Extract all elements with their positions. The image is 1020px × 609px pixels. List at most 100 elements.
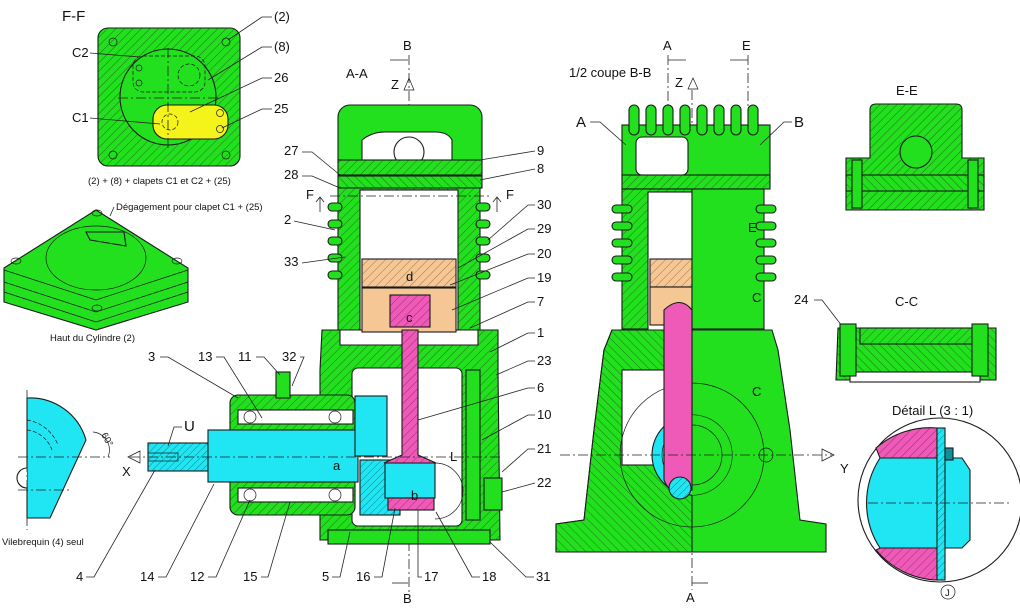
label-26: 26 xyxy=(274,70,288,85)
bearing-12-upper xyxy=(237,409,354,425)
screw-25a xyxy=(216,109,224,117)
view-cc-title: C-C xyxy=(895,294,918,309)
bb-valve-plate xyxy=(621,174,771,190)
view-aa-title: A-A xyxy=(346,66,368,81)
view-aa: A-A B Z d xyxy=(76,38,551,606)
label-22: 22 xyxy=(537,475,551,490)
bb-detail-a: A xyxy=(576,114,586,131)
angle-arc xyxy=(92,431,110,458)
view-ee: E-E xyxy=(845,83,985,211)
part-letter-d: d xyxy=(406,269,413,284)
rod-cap-16 xyxy=(387,497,435,511)
bb-axis-z: Z xyxy=(675,75,683,90)
detail-l-title: Détail L (3 : 1) xyxy=(892,403,973,418)
label-30: 30 xyxy=(537,197,551,212)
oil-plug-11 xyxy=(275,371,291,399)
ee-bolt-left xyxy=(851,159,863,209)
bb-mark-c-bottom: C xyxy=(752,384,761,399)
screw-c2b xyxy=(135,79,143,87)
detail-l-circle xyxy=(434,462,464,520)
view-ff: F-F C2 C1 (2) (8) 26 25 (2) + (8) + clap… xyxy=(62,8,290,187)
label-11: 11 xyxy=(238,349,252,364)
ee-port xyxy=(899,135,933,169)
valve-plate-8 xyxy=(337,175,483,189)
bb-mark-e-side: E xyxy=(748,220,757,235)
label-32: 32 xyxy=(282,349,296,364)
aa-section-f-right: F xyxy=(506,187,514,202)
view-bb-title: 1/2 coupe B-B xyxy=(569,65,651,80)
bb-connecting-rod xyxy=(663,301,693,494)
port-c1 xyxy=(161,113,179,131)
view-detail-l: Détail L (3 : 1) J xyxy=(857,403,1020,600)
detail-j-badge xyxy=(940,584,956,600)
label-15: 15 xyxy=(243,569,257,584)
label-1: 1 xyxy=(537,325,544,340)
aa-detail-mark-l: L xyxy=(450,449,457,464)
rod-small-end xyxy=(389,294,431,328)
crank-angle: 60° xyxy=(98,431,115,449)
label-2: 2 xyxy=(284,212,291,227)
detail-mark-j: J xyxy=(945,588,950,599)
crankcase-base xyxy=(327,529,491,545)
label-18: 18 xyxy=(482,569,496,584)
aa-right-labels: 9 8 30 29 20 19 7 1 23 6 10 21 22 xyxy=(417,143,551,493)
label-28: 28 xyxy=(284,167,298,182)
label-13: 13 xyxy=(198,349,212,364)
label-8: 8 xyxy=(537,161,544,176)
bb-mark-e: E xyxy=(742,38,751,53)
screw-25b xyxy=(216,125,224,133)
label-27: 27 xyxy=(284,143,298,158)
label-7: 7 xyxy=(537,294,544,309)
aa-mark-b-top: B xyxy=(403,38,412,53)
label-25: 25 xyxy=(274,101,288,116)
bearing-12-lower xyxy=(237,487,354,503)
axis-z-arrow xyxy=(403,77,415,91)
label-14: 14 xyxy=(140,569,154,584)
axis-z-arrow-bb xyxy=(687,77,699,90)
iso-caption: Haut du Cylindre (2) xyxy=(50,333,135,344)
view-ff-title: F-F xyxy=(62,8,85,25)
axis-x-arrow xyxy=(127,450,141,464)
crankshaft-4 xyxy=(207,429,359,483)
view-iso-cylinder-top: Dégagement pour clapet C1 + (25) Haut du… xyxy=(3,202,263,344)
bb-axis-y: Y xyxy=(840,461,849,476)
view-ff-caption: (2) + (8) + clapets C1 et C2 + (25) xyxy=(88,176,231,187)
valve-c2-outline xyxy=(132,55,206,93)
view-cc: C-C 24 xyxy=(794,292,997,383)
nut-22 xyxy=(483,477,503,511)
bolt-hole xyxy=(221,150,231,160)
label-31: 31 xyxy=(536,569,550,584)
label-10: 10 xyxy=(537,407,551,422)
bb-mark-a-bottom: A xyxy=(686,590,695,605)
bb-cylinder-fins xyxy=(611,204,777,282)
detail-washer xyxy=(936,427,946,581)
view-ee-title: E-E xyxy=(896,83,918,98)
label-3: 3 xyxy=(148,349,155,364)
label-20: 20 xyxy=(537,246,551,261)
detail-circlip xyxy=(944,447,954,461)
aa-bottom-labels: 4 14 12 15 5 16 17 18 31 xyxy=(76,469,550,584)
label-5: 5 xyxy=(322,569,329,584)
crank-caption: Vilebrequin (4) seul xyxy=(2,537,84,548)
label-17: 17 xyxy=(424,569,438,584)
iso-note: Dégagement pour clapet C1 + (25) xyxy=(116,202,263,213)
aa-mark-b-bottom: B xyxy=(403,591,412,606)
part-letter-a: a xyxy=(333,458,341,473)
part-letter-c: c xyxy=(406,310,413,325)
iso-bore xyxy=(45,225,147,291)
screw-c2a xyxy=(135,64,143,72)
label-19: 19 xyxy=(537,270,551,285)
port-c2 xyxy=(177,63,201,87)
label-2-paren: (2) xyxy=(274,9,290,24)
bb-cylinder-exterior xyxy=(691,188,765,330)
cover-10 xyxy=(465,369,481,521)
label-8-paren: (8) xyxy=(274,39,290,54)
bolt-hole xyxy=(108,150,118,160)
crank-pin-b xyxy=(384,462,436,499)
bb-mark-c-top: C xyxy=(752,290,761,305)
cc-screw-left xyxy=(839,323,857,377)
crank-web xyxy=(26,397,87,519)
label-23: 23 xyxy=(537,353,551,368)
label-33: 33 xyxy=(284,254,298,269)
